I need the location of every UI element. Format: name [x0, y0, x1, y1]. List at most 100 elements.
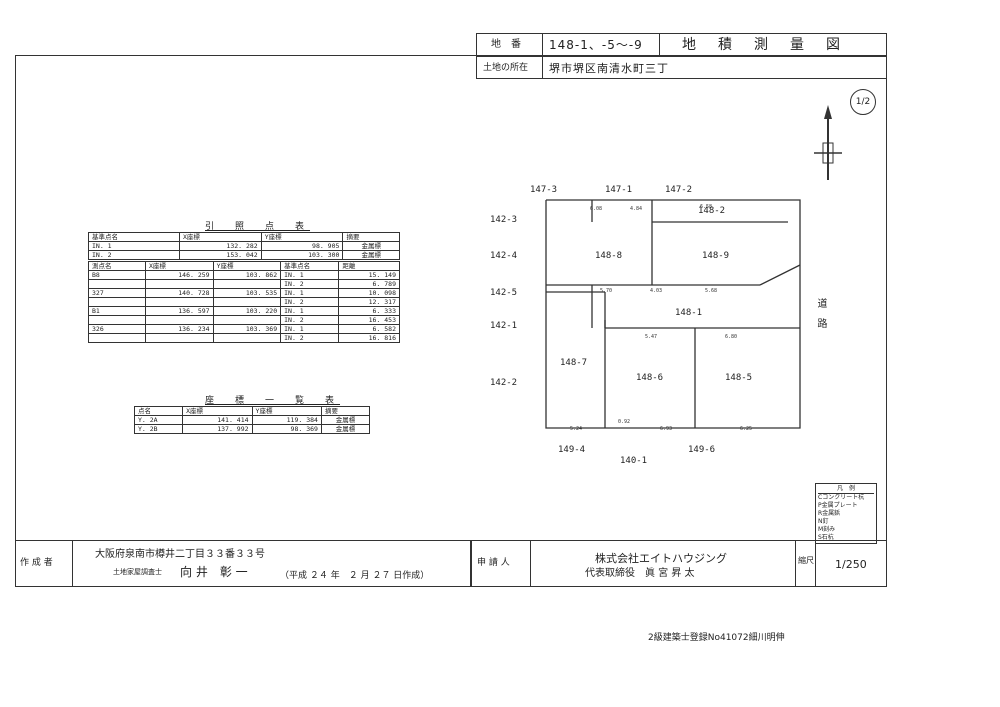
neighbor-label: 147-2 [665, 185, 692, 195]
legend-item: R金属鋲 [818, 510, 841, 517]
svg-text:6.08: 6.08 [590, 206, 602, 212]
svg-text:4.84: 4.84 [630, 206, 642, 212]
road-label: 道 路 [815, 298, 826, 328]
table-cell: IN. 1 [280, 288, 340, 298]
table-header: Y座標 [260, 232, 344, 242]
table-cell: 金属標 [320, 424, 371, 434]
north-arrow-icon [814, 105, 842, 180]
table-cell: IN. 2 [280, 279, 340, 289]
table-cell: 103. 300 [260, 250, 344, 260]
table-cell: 16. 453 [338, 315, 400, 325]
table-row: IN. 2 153. 042 103. 300 金属標 [88, 250, 400, 260]
table-cell [212, 279, 282, 289]
table-cell: IN. 2 [88, 250, 180, 260]
table-cell: 6. 582 [338, 324, 400, 334]
author-role: 土地家屋調査士 [113, 568, 162, 576]
table-cell [88, 279, 146, 289]
table-cell [212, 297, 282, 307]
table-cell: 327 [88, 288, 146, 298]
hikiten-reference-table: 基準点名 X座標 Y座標 摘要 IN. 1 132. 282 98. 905 金… [88, 232, 400, 260]
table-cell: 98. 905 [260, 241, 344, 251]
table-cell [145, 315, 214, 325]
zahyo-table: 点名 X座標 Y座標 摘要 Y. 2A 141. 414 119. 384 金属… [133, 406, 371, 434]
table-cell: 137. 992 [182, 424, 253, 434]
svg-text:6.93: 6.93 [660, 426, 672, 432]
neighbor-label: 142-4 [490, 251, 517, 261]
svg-text:6.25: 6.25 [740, 426, 752, 432]
table-row: IN. 1 132. 282 98. 905 金属標 [88, 241, 400, 251]
neighbor-label: 142-2 [490, 378, 517, 388]
svg-text:5.47: 5.47 [645, 334, 657, 340]
table-cell: IN. 1 [280, 306, 340, 316]
table-cell: 140. 728 [145, 288, 214, 298]
applicant-company: 株式会社エイトハウジング [595, 552, 727, 565]
registration-stamp: 2級建築士登録No41072細川明伸 [648, 633, 785, 643]
svg-text:5.68: 5.68 [705, 288, 717, 294]
table-cell: 141. 414 [182, 415, 253, 425]
table-cell: IN. 1 [280, 324, 340, 334]
parcel-label: 148-5 [725, 373, 752, 383]
legend-item: P金属プレート [818, 502, 858, 509]
svg-text:5.24: 5.24 [570, 426, 582, 432]
parcel-label: 148-6 [636, 373, 663, 383]
table-cell: 金属標 [320, 415, 371, 425]
svg-text:6.58: 6.58 [700, 204, 712, 210]
chiban-value: 148-1、-5～-9 [549, 38, 643, 52]
table-header: Y座標 [251, 406, 322, 416]
neighbor-label: 142-3 [490, 215, 517, 225]
table-cell: 12. 317 [338, 297, 400, 307]
table-cell: 103. 535 [212, 288, 282, 298]
svg-text:0.92: 0.92 [618, 419, 630, 425]
applicant-label: 申 請 人 [477, 558, 510, 568]
table-cell [145, 279, 214, 289]
parcel-label: 148-1 [675, 308, 702, 318]
author-label: 作 成 者 [20, 558, 53, 568]
legend-item: N釘 [818, 518, 829, 525]
table-cell: IN. 1 [280, 270, 340, 280]
table-cell: B1 [88, 306, 146, 316]
table-cell [212, 315, 282, 325]
title-block: 地 番 148-1、-5～-9 地 積 測 量 図 土地の所在 堺市堺区南清水町… [476, 33, 887, 79]
table-cell: 6. 789 [338, 279, 400, 289]
table-cell: 金属標 [342, 241, 400, 251]
legend: 凡 例 Cコンクリート杭 P金属プレート R金属鋲 N釘 M刻み S石杭 [815, 483, 877, 544]
table-row: Y. 2A 141. 414 119. 384 金属標 [133, 415, 371, 425]
legend-item: Cコンクリート杭 [818, 494, 865, 501]
table-header: 距離 [338, 261, 400, 271]
table-cell [145, 297, 214, 307]
neighbor-label: 147-3 [530, 185, 557, 195]
table-header: 測点名 [88, 261, 146, 271]
neighbor-label: 149-6 [688, 445, 715, 455]
location-value: 堺市堺区南清水町三丁 [549, 62, 669, 75]
table-cell: Y. 2A [133, 415, 184, 425]
creation-date: （平成 ２４ 年 ２ 月 ２７ 日作成） [280, 571, 430, 581]
table-cell: 146. 259 [145, 270, 214, 280]
parcel-label: 148-2 [698, 206, 725, 216]
table-header: 摘要 [320, 406, 371, 416]
chiban-label: 地 番 [491, 39, 521, 50]
table-cell: B8 [88, 270, 146, 280]
table-cell: 98. 369 [251, 424, 322, 434]
table-row: Y. 2B 137. 992 98. 369 金属標 [133, 424, 371, 434]
applicant-representative: 代表取締役 眞 宮 昇 太 [585, 568, 695, 579]
table-header: 基準点名 [88, 232, 180, 242]
table-cell: 136. 597 [145, 306, 214, 316]
location-label: 土地の所在 [483, 63, 529, 73]
table-header: X座標 [179, 232, 262, 242]
table-cell: IN. 2 [280, 315, 340, 325]
neighbor-label: 142-1 [490, 321, 517, 331]
table-cell [88, 315, 146, 325]
author-name: 向 井 彰 一 [180, 565, 248, 579]
table-cell: 326 [88, 324, 146, 334]
table-cell: 金属標 [342, 250, 400, 260]
table-cell: 10. 098 [338, 288, 400, 298]
svg-text:4.03: 4.03 [650, 288, 662, 294]
